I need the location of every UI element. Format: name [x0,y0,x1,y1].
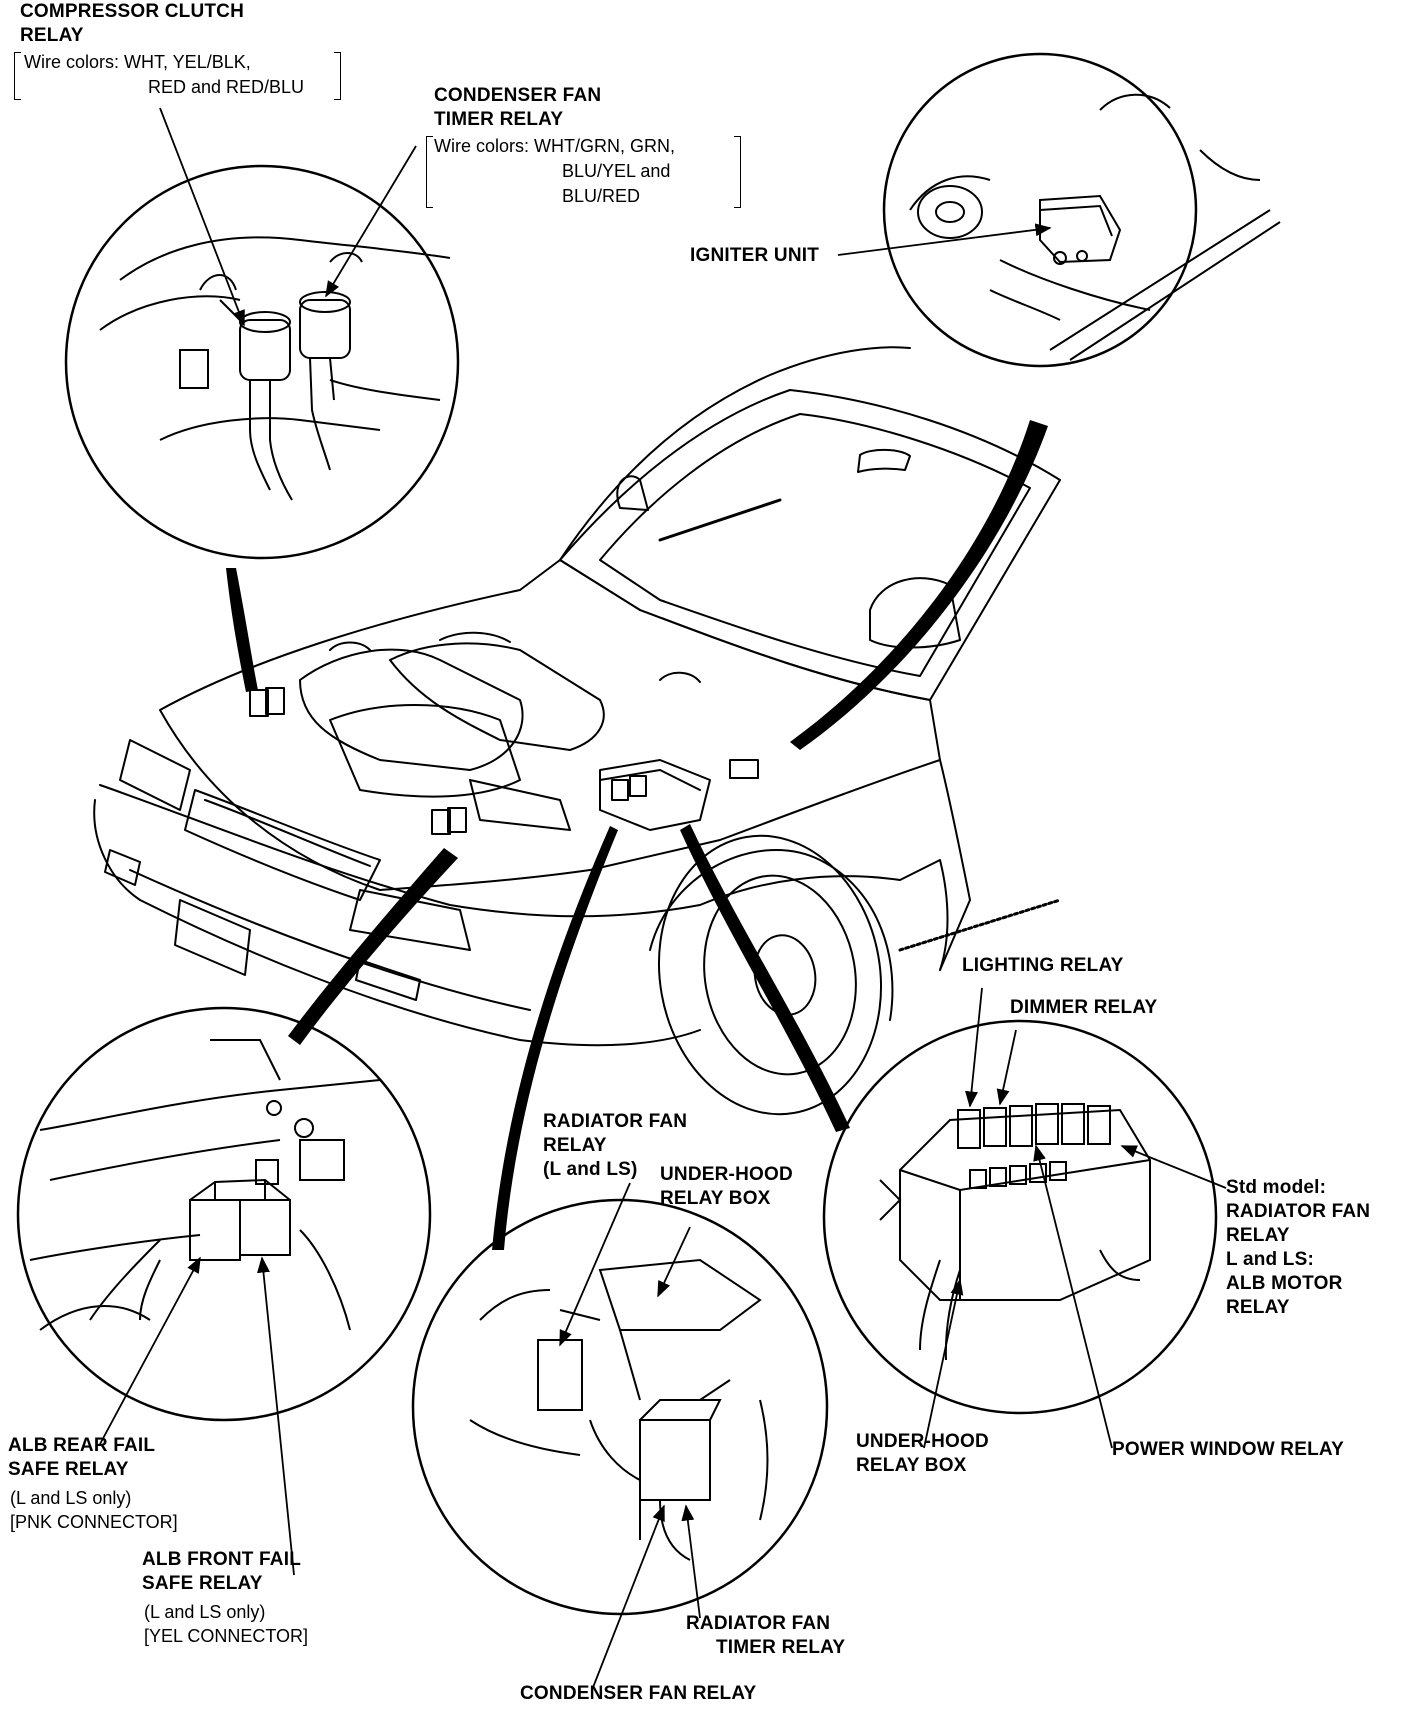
leader-dimmer [996,1029,1017,1106]
circle-under-hood-right-detail [822,1019,1218,1415]
circle-compressor-detail [64,164,460,560]
tire [657,834,883,1116]
bracket-condenser-left [426,136,433,208]
label-radiator-fan-timer-relay: RADIATOR FAN TIMER RELAY [686,1613,846,1658]
car-roof [559,346,911,561]
leader-radiator-fan-timer [681,1504,701,1619]
label-under-hood-relay-box-right: UNDER-HOOD RELAY BOX [856,1431,989,1476]
bumper-lower [129,869,531,1011]
leader-under-hood-right [923,1278,964,1449]
battery [469,779,571,831]
band-compressor-circle [226,568,258,692]
engine-left-bank [299,648,524,771]
leader-alb-rear [99,1256,201,1445]
engine-detail-3 [439,631,511,643]
bumper [93,799,701,1047]
label-radiator-fan-relay: RADIATOR FAN RELAY (L and LS) [543,1111,688,1180]
grille-inner [204,799,371,867]
label-under-hood-relay-box-center: UNDER-HOOD RELAY BOX [660,1164,793,1209]
leader-lines [99,107,1227,1691]
label-alb-rear-fail-safe-relay: ALB REAR FAIL SAFE RELAY [8,1435,156,1480]
wheel-arch [649,849,894,1021]
relay-box-center [599,759,711,831]
engine-detail-2 [659,671,701,683]
label-compressor-clutch-relay: COMPRESSOR CLUTCH RELAY [20,1,245,46]
leader-std-model [1120,1145,1227,1189]
leader-igniter [837,223,1052,256]
rocker [898,898,1062,952]
leader-radiator-fan-relay [559,1182,631,1347]
engine-right-bank [389,642,605,751]
hub [753,934,817,1016]
bracket-compressor-right [334,52,341,100]
band-igniter-circle [790,420,1048,750]
leader-under-hood-center [657,1226,691,1298]
leader-lighting [965,987,983,1108]
relay-block-igniter [729,759,759,779]
car-illustration [93,346,1062,1116]
grille [184,789,381,901]
wire-colors-compressor: Wire colors: WHT, YEL/BLK, RED and RED/B… [24,52,305,97]
fog-light [104,849,141,886]
hood-outline [159,559,941,891]
circle-under-hood-center-detail [411,1198,829,1616]
windshield-inner [599,413,1031,677]
turn-signal [355,959,421,1001]
connector-bands [226,420,1048,1250]
leader-condenser-fan-timer [325,145,417,298]
band-under-hood-right [680,824,850,1132]
label-condenser-fan-timer-relay: CONDENSER FAN TIMER RELAY [434,85,602,130]
engine-detail-1 [329,641,371,651]
side-body [939,759,971,971]
leader-compressor-clutch [159,107,245,327]
label-power-window-relay: POWER WINDOW RELAY [1112,1439,1344,1460]
circle-igniter-detail [882,52,1281,368]
wire-colors-condenser-fan-timer: Wire colors: WHT/GRN, GRN, BLU/YEL and B… [434,136,675,206]
bracket-compressor-left [14,52,21,100]
label-igniter-unit: IGNITER UNIT [690,245,820,266]
mirror-rear [857,448,911,473]
sub-alb-rear-fail-safe: (L and LS only) [PNK CONNECTOR] [10,1488,178,1532]
headlight-left [119,739,191,811]
band-alb-circle [288,848,458,1045]
label-std-model-radiator-fan: Std model: RADIATOR FAN RELAY L and LS: … [1226,1177,1371,1318]
relay-block-left [249,687,285,717]
label-condenser-fan-relay: CONDENSER FAN RELAY [520,1683,757,1704]
wiper [658,498,782,542]
seat [869,577,961,649]
leader-condenser-fan-relay [591,1504,665,1691]
bracket-condenser-right [734,136,741,208]
engine-cover [329,704,521,798]
sub-alb-front-fail-safe: (L and LS only) [YEL CONNECTOR] [144,1602,309,1646]
fender [699,859,949,971]
band-under-hood-center [492,826,618,1250]
relay-block-front [431,807,467,835]
headlight-right [349,889,471,951]
license-plate [174,899,251,976]
leader-alb-front [257,1256,295,1576]
leader-power-window [1033,1144,1113,1449]
wheel-rim [703,874,857,1076]
label-lighting-relay: LIGHTING RELAY [962,955,1124,976]
label-alb-front-fail-safe-relay: ALB FRONT FAIL SAFE RELAY [142,1549,302,1594]
bumper-top [99,784,701,918]
side-mirror [616,475,649,511]
circle-alb-detail [16,1006,432,1422]
label-dimmer-relay: DIMMER RELAY [1010,997,1158,1018]
